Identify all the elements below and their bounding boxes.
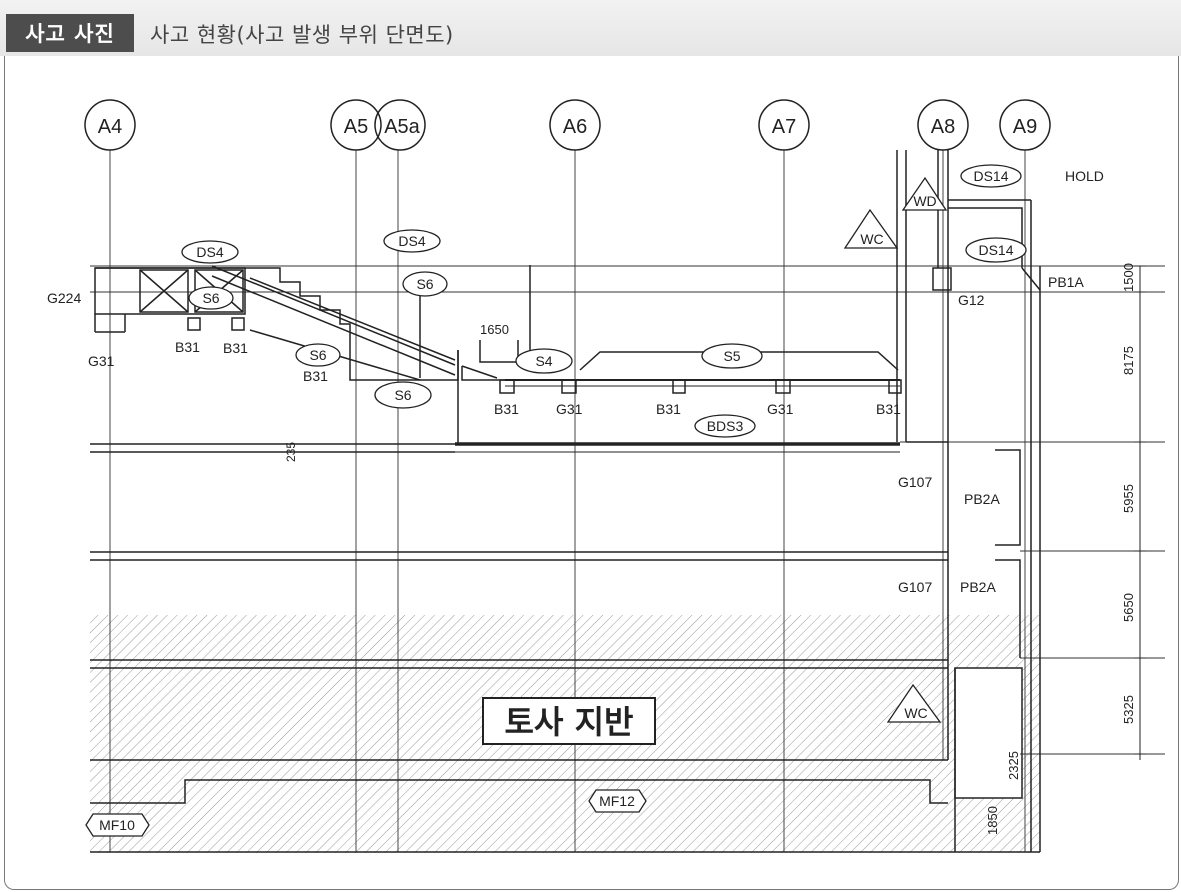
- svg-text:S6: S6: [202, 290, 219, 306]
- svg-text:A8: A8: [931, 116, 955, 138]
- svg-text:S5: S5: [723, 348, 740, 364]
- right-walls: [896, 150, 1041, 852]
- label-dim-1650: 1650: [480, 322, 509, 337]
- svg-text:BDS3: BDS3: [707, 418, 744, 434]
- member-labels: HOLD G224 G31 B31 B31 B31 1650 B31 G31 B…: [47, 168, 1104, 595]
- soil-label: 토사 지반: [482, 697, 656, 745]
- label-g31-c: G31: [767, 401, 794, 417]
- grid-bubble-a4: A4: [84, 99, 136, 151]
- tag-mf12: MF12: [588, 789, 647, 813]
- svg-text:A5a: A5a: [384, 116, 420, 138]
- soil-text: 토사 지반: [505, 703, 634, 741]
- svg-text:DS14: DS14: [978, 242, 1013, 258]
- oval-tags: DS4 DS4 S6 S6 S6 S6 S4 S5 BDS3 DS14 DS14: [181, 164, 1027, 438]
- tag-ds4-right: DS4: [383, 229, 441, 253]
- svg-text:A7: A7: [772, 116, 796, 138]
- label-b31-d: B31: [494, 401, 519, 417]
- dim-1500: 1500: [1121, 263, 1136, 292]
- label-b31-f: B31: [876, 401, 901, 417]
- symbol-tags: WC WD WC MF10 MF12: [85, 176, 948, 837]
- svg-text:WD: WD: [913, 193, 936, 209]
- svg-text:S6: S6: [394, 387, 411, 403]
- tag-wc-upper: WC: [843, 208, 899, 249]
- grid-bubble-a8: A8: [917, 99, 969, 151]
- svg-text:WC: WC: [860, 231, 883, 247]
- tag-ds14-mid: DS14: [965, 237, 1027, 263]
- tag-s6-d: S6: [374, 381, 432, 409]
- svg-text:S4: S4: [535, 353, 552, 369]
- label-pb2a-a: PB2A: [964, 491, 1000, 507]
- grid-bubbles: A4 A5 A5a A6 A7 A8 A9: [84, 99, 1051, 151]
- svg-text:S6: S6: [416, 276, 433, 292]
- tag-bds3: BDS3: [694, 414, 756, 438]
- label-hold: HOLD: [1065, 168, 1104, 184]
- label-g107-b: G107: [898, 579, 932, 595]
- svg-text:MF12: MF12: [599, 793, 635, 809]
- tag-s4: S4: [515, 348, 573, 374]
- svg-text:DS14: DS14: [973, 168, 1008, 184]
- label-g31-a: G31: [88, 353, 115, 369]
- label-g12: G12: [958, 292, 985, 308]
- dim-5650: 5650: [1121, 593, 1136, 622]
- tag-s6-a: S6: [402, 271, 448, 297]
- label-pb1a: PB1A: [1048, 274, 1084, 290]
- label-b31-c: B31: [303, 368, 328, 384]
- dim-5325: 5325: [1121, 695, 1136, 724]
- tag-wc-lower: WC: [886, 683, 942, 723]
- label-dim-235: 235: [284, 442, 298, 462]
- tag-s5: S5: [701, 343, 763, 369]
- tag-wd: WD: [901, 176, 948, 211]
- label-b31-e: B31: [656, 401, 681, 417]
- dim-2325: 2325: [1006, 751, 1021, 780]
- upper-structure: [94, 265, 902, 444]
- svg-text:WC: WC: [904, 705, 927, 721]
- label-pb2a-b: PB2A: [960, 579, 996, 595]
- svg-text:A5: A5: [344, 116, 368, 138]
- grid-bubble-a5a: A5a: [374, 99, 426, 151]
- label-b31-b: B31: [223, 340, 248, 356]
- dim-1850: 1850: [985, 806, 1000, 835]
- section-tag: 사고 사진: [6, 14, 134, 52]
- grid-bubble-a7: A7: [758, 99, 810, 151]
- svg-text:DS4: DS4: [196, 244, 223, 260]
- dim-5955: 5955: [1121, 484, 1136, 513]
- tag-s6-c: S6: [295, 343, 341, 367]
- tag-ds14-top: DS14: [960, 164, 1022, 188]
- svg-text:MF10: MF10: [99, 817, 135, 833]
- svg-text:A9: A9: [1013, 116, 1037, 138]
- grid-bubble-a9: A9: [999, 99, 1051, 151]
- grid-bubble-a6: A6: [549, 99, 601, 151]
- tag-s6-b: S6: [188, 286, 234, 310]
- dim-8175: 8175: [1121, 346, 1136, 375]
- section-title: 사고 현황(사고 발생 부위 단면도): [150, 23, 454, 47]
- tag-ds4-left: DS4: [181, 240, 239, 264]
- grid-bubble-a5: A5: [330, 99, 382, 151]
- label-g107-a: G107: [898, 474, 932, 490]
- tag-mf10: MF10: [85, 813, 150, 837]
- header-bar: 사고 사진 사고 현황(사고 발생 부위 단면도): [0, 0, 1181, 56]
- svg-text:A6: A6: [563, 116, 587, 138]
- svg-text:DS4: DS4: [398, 233, 425, 249]
- svg-text:A4: A4: [98, 116, 122, 138]
- label-b31-a: B31: [175, 339, 200, 355]
- label-g31-b: G31: [556, 401, 583, 417]
- svg-text:S6: S6: [309, 347, 326, 363]
- floor-slabs: [90, 442, 1040, 853]
- label-g224: G224: [47, 290, 81, 306]
- dimension-chain: 1500 8175 5955 5650 5325 2325 1850: [955, 263, 1146, 835]
